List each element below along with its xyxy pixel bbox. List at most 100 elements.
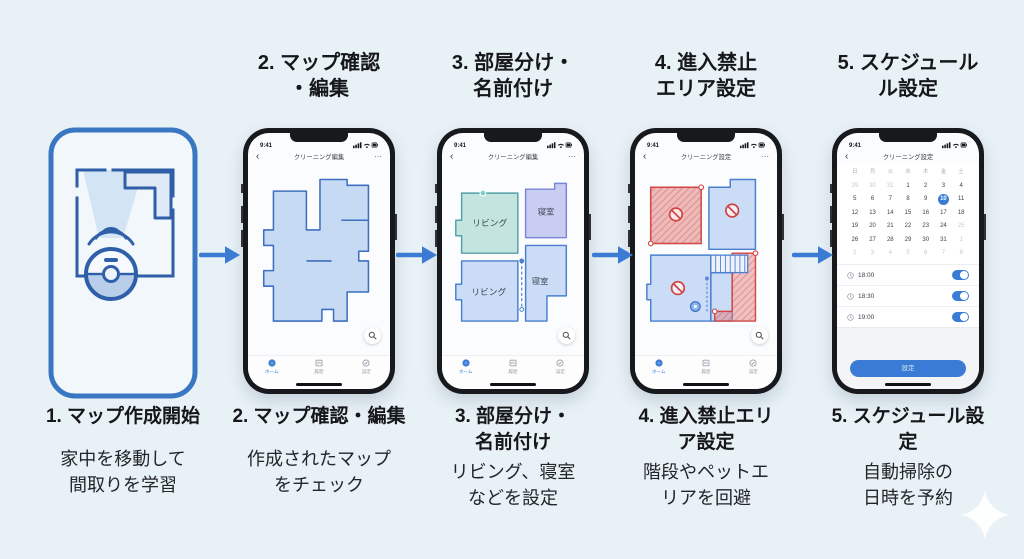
calendar-day[interactable]: 25 bbox=[957, 223, 965, 229]
caption-body-line: 階段やペットエ bbox=[643, 462, 769, 483]
schedule-row: 19:00 bbox=[837, 306, 979, 327]
room-handle-icon bbox=[479, 189, 487, 197]
schedule-toggle[interactable] bbox=[952, 270, 969, 280]
calendar-day[interactable]: 4 bbox=[959, 182, 963, 189]
calendar-day-header: 水 bbox=[905, 169, 911, 175]
schedule-toggle[interactable] bbox=[952, 291, 969, 301]
back-button[interactable]: ‹ bbox=[845, 150, 849, 162]
calendar-day[interactable]: 23 bbox=[922, 223, 930, 229]
home-indicator[interactable] bbox=[490, 383, 536, 386]
calendar-day-selected[interactable]: 10 bbox=[937, 194, 949, 205]
calendar-day[interactable]: 7 bbox=[941, 250, 946, 256]
back-button[interactable]: ‹ bbox=[450, 150, 454, 162]
zoom-button[interactable] bbox=[364, 327, 381, 344]
calendar-day[interactable]: 30 bbox=[869, 182, 876, 189]
calendar-day[interactable]: 16 bbox=[922, 209, 930, 216]
calendar-day[interactable]: 9 bbox=[924, 196, 928, 202]
calendar-day[interactable]: 28 bbox=[886, 236, 894, 243]
calendar-day[interactable]: 12 bbox=[851, 209, 859, 216]
calendar-day[interactable]: 26 bbox=[851, 236, 859, 243]
more-button[interactable]: ⋯ bbox=[374, 151, 382, 161]
zoom-button[interactable] bbox=[558, 327, 575, 344]
status-icons bbox=[740, 142, 765, 149]
back-button[interactable]: ‹ bbox=[643, 150, 647, 162]
calendar-day[interactable]: 24 bbox=[940, 223, 947, 229]
caption-body: 作成されたマップ をチェック bbox=[211, 447, 427, 499]
calendar-day-header: 金 bbox=[940, 169, 947, 175]
tab-label: 設定 bbox=[748, 368, 758, 374]
calendar-day[interactable]: 31 bbox=[886, 182, 894, 189]
history-tab-icon bbox=[315, 359, 323, 367]
caption-title-line: 1. マップ作成開始 bbox=[45, 406, 201, 427]
calendar-day[interactable]: 17 bbox=[940, 209, 947, 216]
phone-screen: 9:41 ‹ クリーニング編集 ⋯ bbox=[248, 133, 390, 389]
caption-title: 2. マップ確認・編集 bbox=[211, 404, 427, 430]
magnifier-icon bbox=[755, 331, 764, 340]
notch bbox=[484, 133, 542, 142]
map-view[interactable] bbox=[248, 164, 390, 355]
volume-button bbox=[628, 206, 630, 223]
tab-home[interactable]: ホーム bbox=[448, 359, 484, 375]
calendar-day[interactable]: 11 bbox=[958, 196, 965, 202]
home-indicator[interactable] bbox=[296, 383, 342, 386]
tab-label: 設定 bbox=[361, 368, 371, 374]
tab-home[interactable]: ホーム bbox=[641, 359, 677, 375]
calendar-day[interactable]: 7 bbox=[888, 196, 892, 202]
calendar-day[interactable]: 3 bbox=[870, 250, 875, 256]
home-indicator[interactable] bbox=[683, 383, 729, 386]
calendar-day[interactable]: 18 bbox=[957, 209, 965, 216]
caption-title-line: 定 bbox=[898, 432, 918, 454]
step-arrow-icon bbox=[395, 244, 438, 271]
home-indicator[interactable] bbox=[885, 383, 931, 386]
tab-label: 履歴 bbox=[314, 368, 324, 374]
calendar-day[interactable]: 13 bbox=[869, 209, 876, 216]
room-label: リビング bbox=[472, 217, 507, 228]
tab-history[interactable]: 履歴 bbox=[301, 359, 337, 375]
calendar-day[interactable]: 8 bbox=[959, 250, 963, 256]
zoom-button[interactable] bbox=[751, 327, 768, 344]
no-entry-icon bbox=[725, 203, 740, 218]
tab-history[interactable]: 履歴 bbox=[495, 359, 531, 375]
calendar-day[interactable]: 31 bbox=[940, 236, 947, 243]
schedule-toggle[interactable] bbox=[952, 312, 969, 322]
tab-settings[interactable]: 設定 bbox=[542, 359, 578, 375]
calendar-day[interactable]: 27 bbox=[869, 236, 876, 243]
status-bar: 9:41 bbox=[837, 133, 979, 149]
calendar-day[interactable]: 5 bbox=[853, 196, 857, 202]
calendar-day[interactable]: 14 bbox=[886, 209, 894, 216]
map-view[interactable] bbox=[635, 164, 777, 355]
calendar-day[interactable]: 5 bbox=[906, 250, 910, 256]
caption-title: 3. 部屋分け・ 名前付け bbox=[405, 404, 621, 456]
calendar-day[interactable]: 6 bbox=[924, 250, 928, 256]
more-button[interactable]: ⋯ bbox=[568, 151, 576, 161]
confirm-button[interactable]: 設定 bbox=[850, 360, 966, 377]
calendar-day[interactable]: 2 bbox=[853, 250, 857, 256]
tab-settings[interactable]: 設定 bbox=[735, 359, 771, 375]
calendar-day[interactable]: 1 bbox=[959, 236, 963, 243]
calendar-day[interactable]: 2 bbox=[924, 182, 928, 189]
calendar-day[interactable]: 21 bbox=[886, 223, 894, 229]
map-view[interactable]: リビング 寝室 リビング 寝室 bbox=[442, 164, 584, 355]
calendar-day[interactable]: 30 bbox=[922, 236, 930, 243]
calendar-day[interactable]: 29 bbox=[904, 236, 912, 243]
status-bar: 9:41 bbox=[248, 133, 390, 149]
tab-settings[interactable]: 設定 bbox=[348, 359, 384, 375]
calendar-day[interactable]: 6 bbox=[870, 196, 875, 202]
calendar-day[interactable]: 22 bbox=[904, 223, 912, 229]
calendar-day[interactable]: 20 bbox=[869, 223, 876, 229]
calendar-day[interactable]: 8 bbox=[906, 196, 910, 202]
calendar-day[interactable]: 4 bbox=[888, 250, 892, 256]
calendar-day[interactable]: 19 bbox=[851, 223, 859, 229]
status-bar: 9:41 bbox=[442, 133, 584, 149]
tab-history[interactable]: 履歴 bbox=[688, 359, 724, 375]
calendar-day[interactable]: 3 bbox=[941, 182, 946, 189]
back-button[interactable]: ‹ bbox=[256, 150, 260, 162]
more-button[interactable]: ⋯ bbox=[761, 151, 769, 161]
tab-home[interactable]: ホーム bbox=[254, 359, 290, 375]
calendar-day[interactable]: 15 bbox=[904, 209, 912, 216]
caption-body-line: 作成されたマップ bbox=[247, 449, 391, 470]
phone-mockup-map-check: 9:41 ‹ クリーニング編集 ⋯ bbox=[241, 128, 397, 394]
mute-switch bbox=[830, 184, 832, 193]
calendar-day[interactable]: 29 bbox=[851, 182, 859, 189]
calendar-day[interactable]: 1 bbox=[906, 182, 910, 189]
